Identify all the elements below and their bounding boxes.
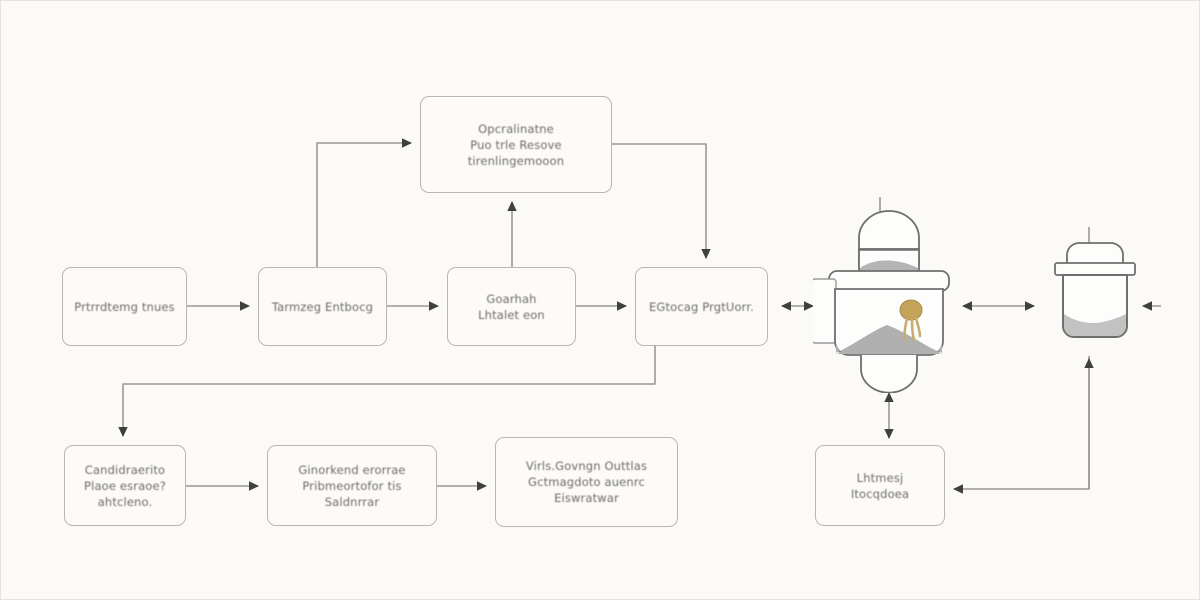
node-label: Tarmzeg Entbocg: [271, 299, 374, 314]
main-vessel-collar: [828, 270, 950, 292]
node-library-repository[interactable]: Lhtmesj Itocqdoea: [815, 445, 945, 526]
node-customer-interaction[interactable]: Goarhah Lhtalet eon: [447, 267, 576, 346]
edge-factory-intake-up-to-top-center: [316, 138, 412, 267]
device-small-vessel[interactable]: [1041, 226, 1151, 356]
node-video-design-outline[interactable]: Virls.Govngn Outtlas Gctmagdoto auenrc E…: [495, 437, 678, 527]
node-label: Goarhah Lhtalet eon: [478, 291, 545, 322]
main-vessel-side-port: [813, 278, 837, 344]
node-government-process[interactable]: Ginorkend erorrae Pribmeortofor tis Sald…: [267, 445, 437, 526]
node-candidate-phase-analysis[interactable]: Candidraerito Plaoe esraoe? ahtcleno.: [64, 445, 186, 526]
node-operational-resource-provisioning[interactable]: Opcralinatne Puo trle Resove tirenlingem…: [420, 96, 612, 193]
main-vessel-bottom-dome: [860, 355, 918, 393]
node-existing-problem[interactable]: EGtocag PrgtUorr.: [635, 267, 768, 346]
edge-existing-problem-to-candidate-phase: [118, 346, 656, 437]
main-vessel-sediment-mound: [837, 325, 941, 354]
node-label: Lhtmesj Itocqdoea: [850, 470, 910, 501]
node-label: Ginorkend erorrae Pribmeortofor tis Sald…: [298, 462, 406, 509]
node-printing-issue[interactable]: Prtrrdtemg tnues: [62, 267, 187, 346]
small-vessel-lid-rim: [1054, 262, 1136, 276]
node-label: Prtrrdtemg tnues: [74, 299, 175, 314]
device-main-vessel[interactable]: [813, 193, 985, 393]
node-label: Candidraerito Plaoe esraoe? ahtcleno.: [84, 462, 166, 509]
edge-top-center-to-existing-problem: [612, 143, 711, 259]
gold-bristles-icon: [903, 316, 922, 342]
small-vessel-contents: [1064, 314, 1126, 336]
node-factory-intake[interactable]: Tarmzeg Entbocg: [258, 267, 387, 346]
node-label: EGtocag PrgtUorr.: [649, 299, 754, 314]
node-label: Opcralinatne Puo trle Resove tirenlingem…: [467, 121, 565, 168]
node-label: Virls.Govngn Outtlas Gctmagdoto auenrc E…: [525, 459, 648, 505]
small-vessel-lid-dome: [1066, 242, 1124, 267]
gold-head-icon: [899, 299, 923, 321]
